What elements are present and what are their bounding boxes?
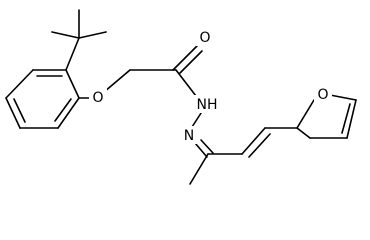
bond-carbonyl-double-b (179, 50, 203, 74)
atom-label-furan-o: O (317, 87, 328, 103)
bond-furan-o-c5 (329, 94, 357, 101)
bond-vinyl-double-a (241, 127, 266, 155)
atom-label-nh: NH (197, 97, 218, 113)
bond-carbonyl-c-to-nh (175, 69, 197, 97)
bond-tbu-to-ring (65, 37, 80, 71)
bond-furan-c3-c2 (296, 127, 311, 139)
bond-imine-double-b (200, 139, 214, 154)
atom-label-ether-o: O (92, 90, 103, 106)
bond-tbu-methyl-right (78, 31, 107, 39)
bond-ether-o-to-ch2 (103, 69, 131, 93)
atom-label-carbonyl-o: O (199, 30, 210, 46)
bond-ring-6 (65, 69, 80, 99)
bond-furan-c2-o (296, 99, 315, 129)
bond-vinyl-double-b (248, 133, 271, 158)
bond-tbu-methyl-left (51, 31, 80, 39)
bond-furan-c5-c4-inner (341, 103, 351, 134)
bond-furan-c5-c4 (346, 99, 357, 139)
molecule-drawing: O O NH N O (5, 9, 357, 185)
bond-imine-c-to-methyl (189, 153, 209, 185)
bond-carbonyl-double-a (172, 45, 198, 71)
structure-canvas: O O NH N O (5, 9, 357, 185)
bond-ring-5-inner (54, 98, 72, 122)
atom-label-imine-n: N (184, 128, 194, 144)
bond-ring-5 (57, 97, 80, 129)
bond-ring-3-inner (13, 98, 26, 123)
bond-imine-double-a (194, 142, 208, 158)
bond-ring-3 (5, 97, 21, 129)
bond-ring-2 (5, 69, 34, 99)
